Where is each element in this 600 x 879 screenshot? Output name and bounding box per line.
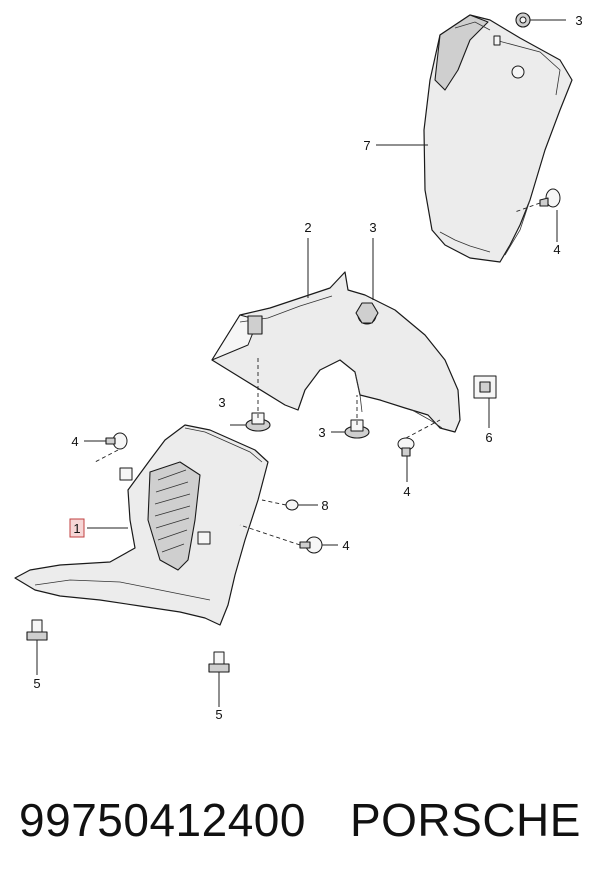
screw-icon-4-right [539,188,561,208]
assembly-dashed-lines [94,202,541,546]
clip-icon-6 [473,375,497,399]
callout-5-left: 5 [33,676,40,691]
callout-1: 1 [73,521,80,536]
part-7-rear-liner [423,14,573,263]
callout-4-right: 4 [553,242,560,257]
nut-icon-3-center [355,302,379,324]
bolt-icon-5-left [26,619,48,641]
callout-4-lower: 4 [342,538,349,553]
seal-icon-8 [285,499,299,511]
brand-name: PORSCHE [349,794,581,846]
screw-icon-4-lower [299,536,323,554]
callout-1-highlight [69,518,85,538]
callout-3-top: 3 [575,13,582,28]
part-2-wheel-arch-liner [211,271,461,433]
callout-4-left: 4 [71,434,78,449]
footer: 99750412400 PORSCHE [0,770,600,870]
nut-icon-3-top [515,12,531,28]
callout-6: 6 [485,430,492,445]
callout-3-mid: 3 [318,425,325,440]
callout-7: 7 [363,138,370,153]
callout-3-left: 3 [218,395,225,410]
callout-2: 2 [304,220,311,235]
part-1-front-under-panel [14,424,269,626]
part-number: 99750412400 [19,794,306,846]
screw-icon-4-center [397,437,415,457]
leader-lines [36,19,566,707]
callout-4-center: 4 [403,484,410,499]
callout-8: 8 [321,498,328,513]
screw-icon-4-left [105,432,128,450]
callout-3-center: 3 [369,220,376,235]
callout-5-right: 5 [215,707,222,722]
parts-diagram: 1 2 3 3 3 3 4 4 4 4 5 5 6 7 8 [14,12,583,722]
bolt-icon-5-right [208,651,230,673]
